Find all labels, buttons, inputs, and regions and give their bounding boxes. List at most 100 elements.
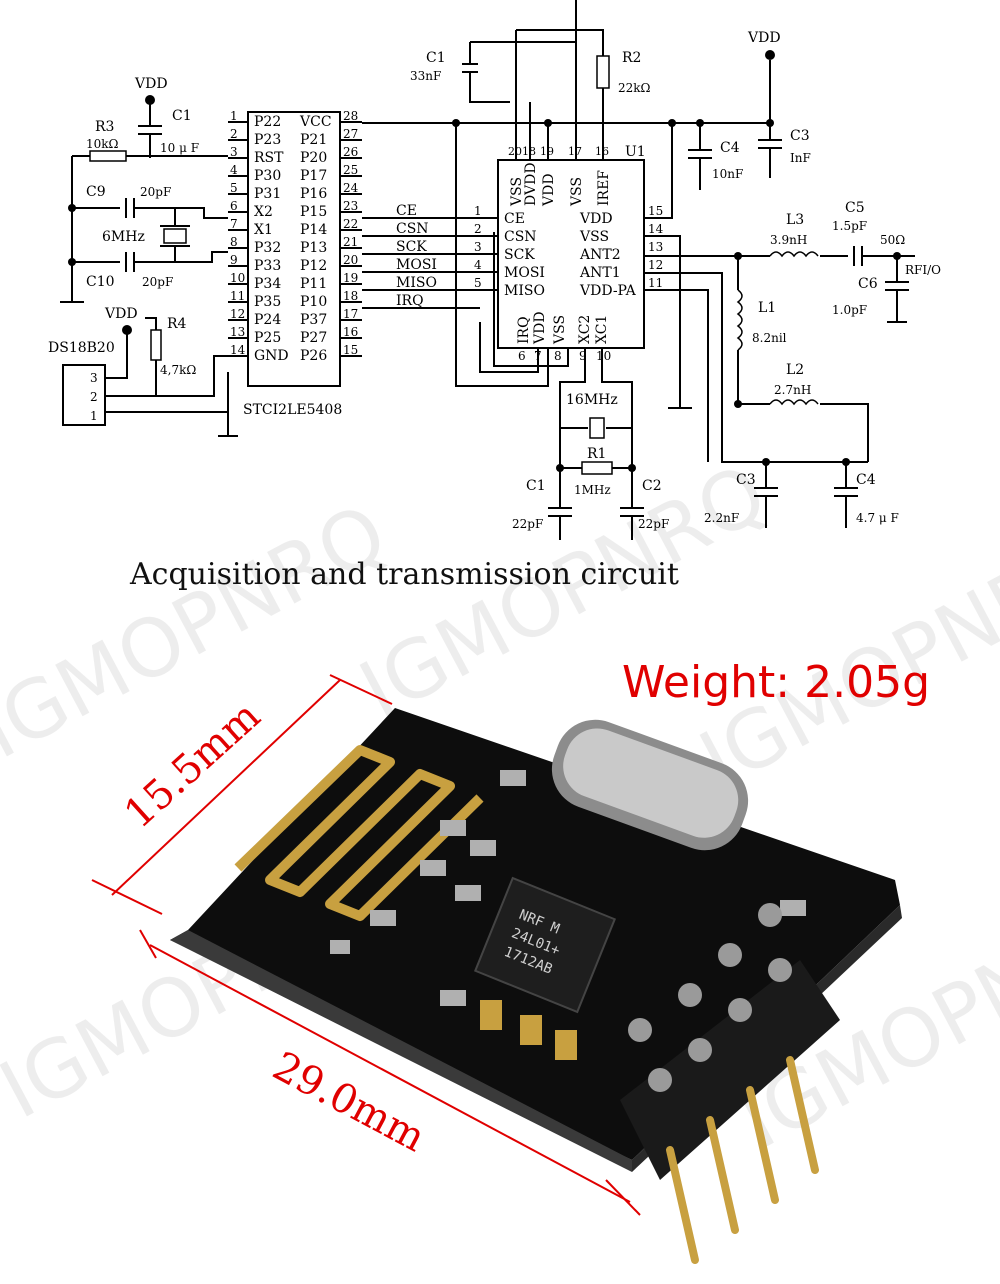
c9-ref: C9 bbox=[86, 184, 106, 200]
c3-top-ref: C3 bbox=[790, 128, 810, 144]
r3-ref: R3 bbox=[95, 119, 114, 135]
xtal-mcu-label: 6MHz bbox=[102, 229, 145, 245]
rf-pin-name: VSS bbox=[509, 177, 525, 207]
rf-pin-name: XC1 bbox=[594, 315, 610, 344]
rf-pin-num: 6 bbox=[518, 349, 526, 363]
rf-pin-num: 13 bbox=[648, 240, 663, 254]
mcu-pin-num: 8 bbox=[230, 235, 238, 249]
rf-pin-name: VSS bbox=[552, 315, 568, 345]
rf-pin-num: 10 bbox=[596, 349, 611, 363]
l1-val: 8.2nil bbox=[752, 331, 787, 345]
r2-ref: R2 bbox=[622, 50, 641, 66]
vdd-terminal-top bbox=[765, 50, 775, 60]
rf-pin-num: 11 bbox=[648, 276, 663, 290]
rf-pin-num: 14 bbox=[648, 222, 664, 236]
c4-top-ref: C4 bbox=[720, 140, 740, 156]
rf-pin-name: VDD bbox=[532, 311, 548, 345]
l3-inductor bbox=[769, 251, 819, 258]
bus-label: CSN bbox=[396, 221, 429, 237]
mcu-pin-num: 6 bbox=[230, 199, 238, 213]
rfio-label: RFI/O bbox=[905, 263, 941, 277]
rf-pin-name: VSS bbox=[579, 229, 609, 245]
module-photo: NRF M 24L01+ 1712AB bbox=[170, 708, 902, 1264]
rf-pin-name: SCK bbox=[504, 247, 535, 263]
rf-pin-name: IREF bbox=[596, 170, 612, 206]
mcu-pin-name: P32 bbox=[254, 240, 281, 256]
r1-val: 1MHz bbox=[574, 483, 611, 497]
rf-pin-name: VDD-PA bbox=[579, 283, 637, 299]
mcu-pin-num: 20 bbox=[343, 253, 358, 267]
vdd-label-top: VDD bbox=[747, 30, 781, 46]
mcu-pin-num: 1 bbox=[230, 109, 238, 123]
c10-val: 20pF bbox=[142, 275, 173, 289]
rf-pin-name: VDD bbox=[541, 173, 557, 207]
rf-chip-label: U1 bbox=[625, 144, 646, 160]
rf-pin-name: VDD bbox=[579, 211, 613, 227]
c6-val: 1.0pF bbox=[832, 303, 867, 317]
mcu-pin-name: P14 bbox=[300, 222, 327, 238]
length-label: 29.0mm bbox=[265, 1043, 432, 1161]
c1-top-val: 33nF bbox=[410, 69, 441, 83]
r1-resistor bbox=[581, 461, 613, 475]
c3-top-val: InF bbox=[790, 151, 811, 165]
mcu-pin-name: P35 bbox=[254, 294, 281, 310]
mcu-pin-name: GND bbox=[254, 348, 289, 364]
c1-bot-val: 22pF bbox=[512, 517, 543, 531]
mcu-pin-name: P20 bbox=[300, 150, 327, 166]
crystal-can bbox=[551, 719, 749, 851]
mcu-pin-name: P10 bbox=[300, 294, 327, 310]
mcu-pin-num: 28 bbox=[343, 109, 358, 123]
mcu-label: STCI2LE5408 bbox=[243, 402, 342, 418]
mcu-pin-name: P11 bbox=[300, 276, 327, 292]
mcu-pin-name: P15 bbox=[300, 204, 327, 220]
r2-resistor bbox=[596, 55, 610, 89]
mcu-pin-num: 21 bbox=[343, 235, 358, 249]
mcu-pin-name: P37 bbox=[300, 312, 327, 328]
r2-val: 22kΩ bbox=[618, 81, 651, 95]
rf-pin-name: IRQ bbox=[516, 316, 532, 344]
mcu-pin-num: 7 bbox=[230, 217, 238, 231]
rf-pin-num: 1 bbox=[474, 204, 482, 218]
r4-val: 4,7kΩ bbox=[160, 363, 196, 377]
c4-bot-val: 4.7 μ F bbox=[856, 511, 899, 525]
smd-components bbox=[330, 770, 806, 1060]
xtal-rf-label: 16MHz bbox=[566, 392, 618, 408]
l3-val: 3.9nH bbox=[770, 233, 807, 247]
c4-bot-ref: C4 bbox=[856, 472, 876, 488]
mcu-pin-num: 22 bbox=[343, 217, 358, 231]
c1-top-ref: C1 bbox=[426, 50, 446, 66]
ds18b20-label: DS18B20 bbox=[48, 340, 115, 356]
mcu-pin-num: 4 bbox=[230, 163, 238, 177]
mcu-pin-name: P25 bbox=[254, 330, 281, 346]
c9-val: 20pF bbox=[140, 185, 171, 199]
width-label: 15.5mm bbox=[116, 693, 269, 838]
mcu-right-pins: 28VCC27P2126P2025P1724P1623P1522P1421P13… bbox=[299, 109, 362, 364]
crystal-16mhz bbox=[589, 417, 605, 439]
mcu-pin-name: P34 bbox=[254, 276, 281, 292]
mcu-pin-name: P16 bbox=[300, 186, 327, 202]
mcu-pin-num: 3 bbox=[230, 145, 238, 159]
rf-pin-name: MOSI bbox=[504, 265, 545, 281]
mcu-pin-num: 5 bbox=[230, 181, 238, 195]
mcu-pin-name: VCC bbox=[299, 114, 332, 130]
mcu-pin-num: 23 bbox=[343, 199, 358, 213]
c5-val: 1.5pF bbox=[832, 219, 867, 233]
mcu-pin-name: P17 bbox=[300, 168, 327, 184]
bus-label: SCK bbox=[396, 239, 427, 255]
rf-pin-name: MISO bbox=[504, 283, 545, 299]
ds-pin-1: 1 bbox=[90, 409, 98, 423]
rf-pin-num: 2 bbox=[474, 222, 482, 236]
mcu-pin-num: 14 bbox=[230, 343, 246, 357]
ds18b20 bbox=[62, 364, 106, 426]
rf-pin-name: ANT2 bbox=[579, 247, 621, 263]
mcu-pin-num: 2 bbox=[230, 127, 238, 141]
c1-left-ref: C1 bbox=[172, 108, 192, 124]
c3-bot-val: 2.2nF bbox=[704, 511, 739, 525]
r3-resistor bbox=[89, 150, 127, 162]
mcu-pin-num: 18 bbox=[343, 289, 358, 303]
c1-bot-ref: C1 bbox=[526, 478, 546, 494]
